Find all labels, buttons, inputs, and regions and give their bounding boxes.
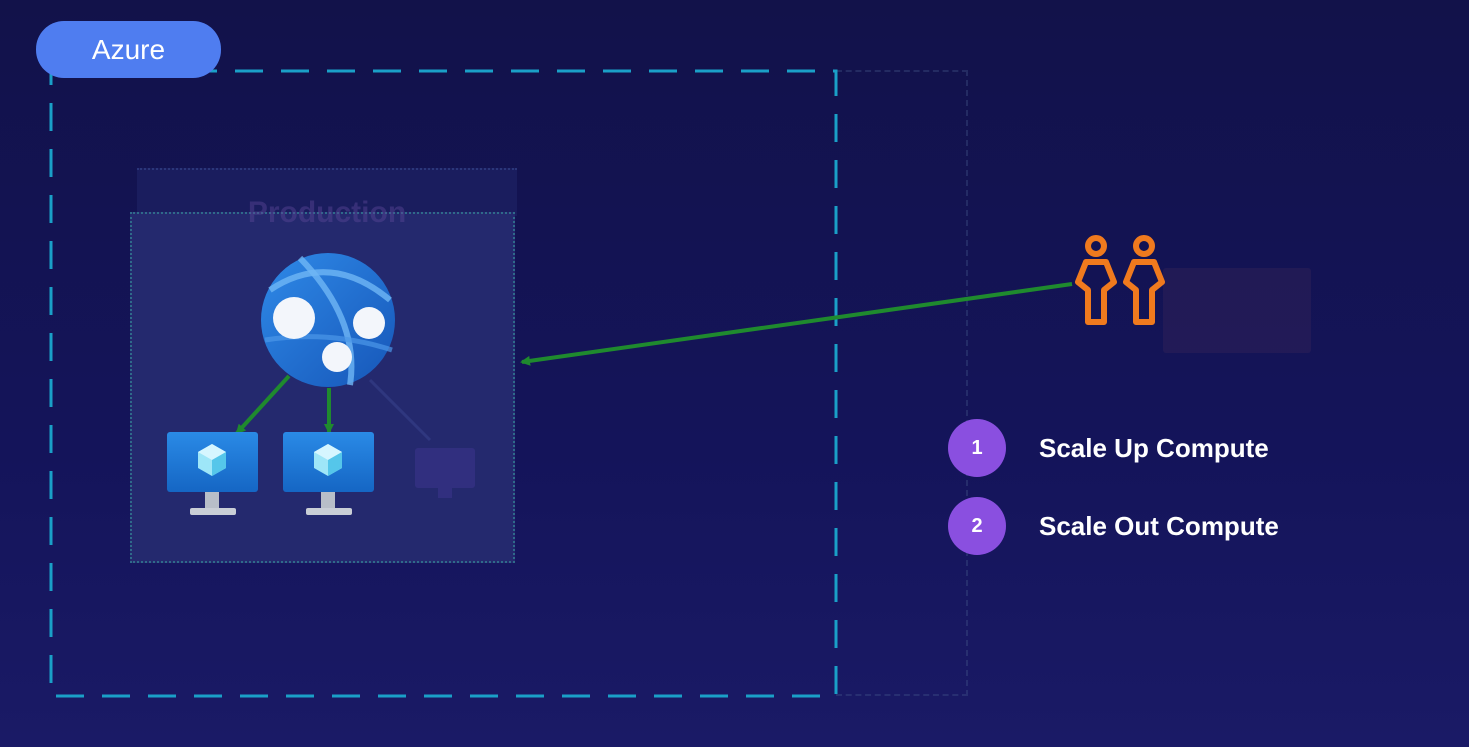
step-badge: 2 (948, 497, 1006, 555)
legend-item-scale-out: 2 Scale Out Compute (948, 497, 1279, 555)
step-badge: 1 (948, 419, 1006, 477)
legend-label: Scale Up Compute (1039, 432, 1269, 463)
users-icon (1075, 235, 1165, 325)
laptop-ghost (1163, 268, 1311, 353)
web-app-globe-icon (261, 253, 395, 387)
ghost-connector (368, 378, 432, 442)
legend-label: Scale Out Compute (1039, 510, 1279, 541)
connector-to-vm-1 (235, 374, 291, 435)
production-ghost-label: Production (247, 196, 407, 229)
azure-label: Azure (36, 21, 221, 78)
virtual-machine-icon (283, 432, 374, 515)
virtual-machine-icon (167, 432, 258, 515)
azure-boundary (49, 69, 838, 698)
legend-item-scale-up: 1 Scale Up Compute (948, 419, 1269, 477)
user-traffic-arrow (520, 282, 1073, 366)
production-header-ghost (137, 168, 517, 216)
faded-region-box (836, 70, 968, 696)
vm-ghost-icon (415, 448, 475, 498)
